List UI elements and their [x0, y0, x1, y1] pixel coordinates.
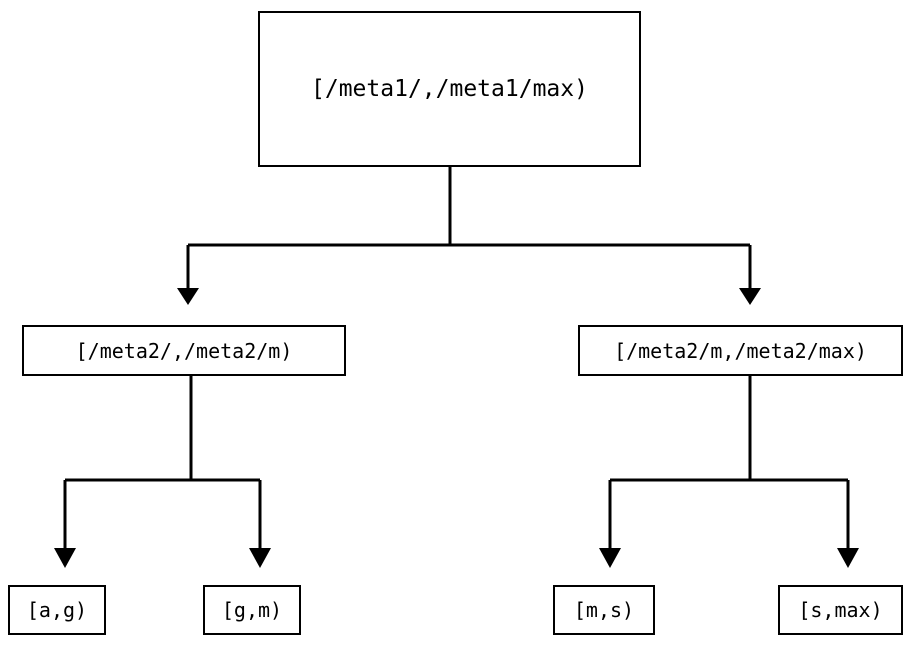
node-leaf-g-m-label: [g,m)	[221, 598, 283, 622]
arrowhead-to-leaf-1	[54, 548, 76, 568]
node-leaf-g-m[interactable]: [g,m)	[203, 585, 301, 635]
node-leaf-a-g[interactable]: [a,g)	[8, 585, 106, 635]
arrowhead-to-leaf-4	[837, 548, 859, 568]
node-mid-right-label: [/meta2/m,/meta2/max)	[614, 338, 867, 363]
node-root-label: [/meta1/,/meta1/max)	[311, 75, 588, 102]
arrowhead-to-leaf-3	[599, 548, 621, 568]
node-root[interactable]: [/meta1/,/meta1/max)	[258, 11, 641, 167]
arrowhead-to-mid-left	[177, 288, 199, 305]
node-leaf-s-max-label: [s,max)	[798, 598, 883, 622]
arrowhead-to-leaf-2	[249, 548, 271, 568]
node-leaf-a-g-label: [a,g)	[26, 598, 88, 622]
node-mid-left[interactable]: [/meta2/,/meta2/m)	[22, 325, 346, 376]
arrowhead-to-mid-right	[739, 288, 761, 305]
node-leaf-m-s[interactable]: [m,s)	[553, 585, 655, 635]
node-leaf-m-s-label: [m,s)	[573, 598, 635, 622]
node-mid-right[interactable]: [/meta2/m,/meta2/max)	[578, 325, 903, 376]
node-mid-left-label: [/meta2/,/meta2/m)	[75, 338, 293, 363]
node-leaf-s-max[interactable]: [s,max)	[778, 585, 903, 635]
